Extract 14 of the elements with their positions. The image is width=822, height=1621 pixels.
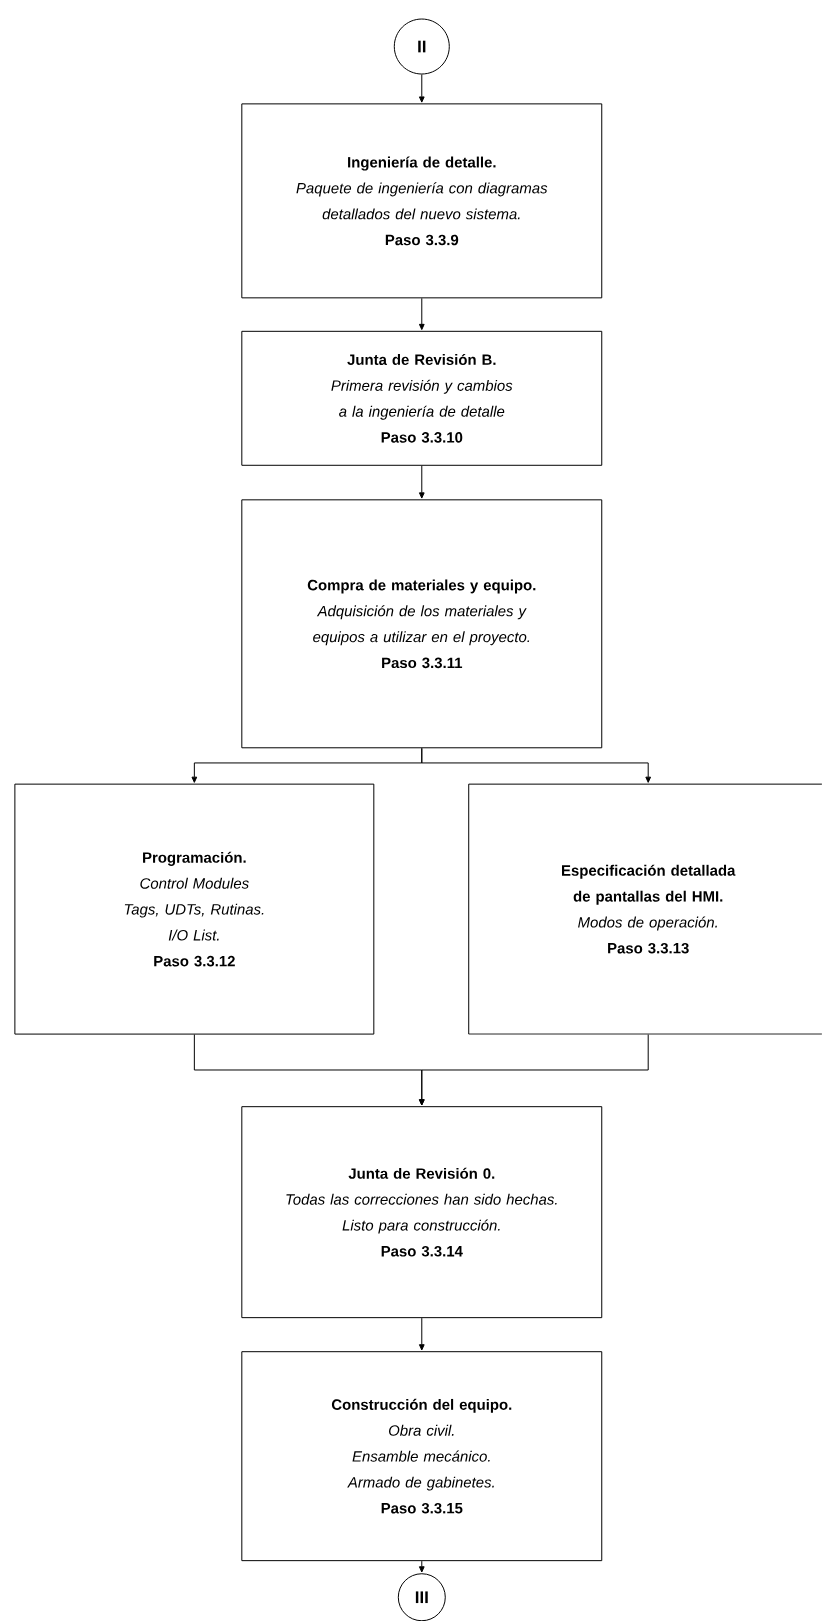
arrow	[419, 465, 425, 499]
arrow	[421, 747, 652, 783]
process-box: Junta de Revisión B. Primera revisión y cambios a la ingeniería de detalle Paso 3.3.10	[241, 330, 603, 466]
process-box: Junta de Revisión 0. Todas las correcciones han sido hechas. Listo para construcción. Paso 3.3.14	[241, 1106, 603, 1319]
process-box: Construcción del equipo. Obra civil. Ensamble mecánico. Armado de gabinetes. Paso 3.3.15	[241, 1351, 603, 1562]
process-box: Especificación detallada de pantallas del HMI. Modos de operación. Paso 3.3.13	[468, 783, 822, 1035]
arrow	[419, 297, 425, 331]
arrow	[419, 74, 425, 103]
arrow	[419, 1317, 425, 1351]
process-box: Programación. Control Modules Tags, UDTs, Rutinas. I/O List. Paso 3.3.12	[14, 783, 375, 1035]
arrow	[419, 1034, 649, 1106]
arrow	[419, 1560, 425, 1573]
process-box: Compra de materiales y equipo. Adquisición de los materiales y equipos a utilizar en el proyecto. Paso 3.3.11	[241, 499, 603, 749]
process-box: Ingeniería de detalle. Paquete de ingeniería con diagramas detallados del nuevo sistema. Paso 3.3.9	[241, 103, 603, 299]
